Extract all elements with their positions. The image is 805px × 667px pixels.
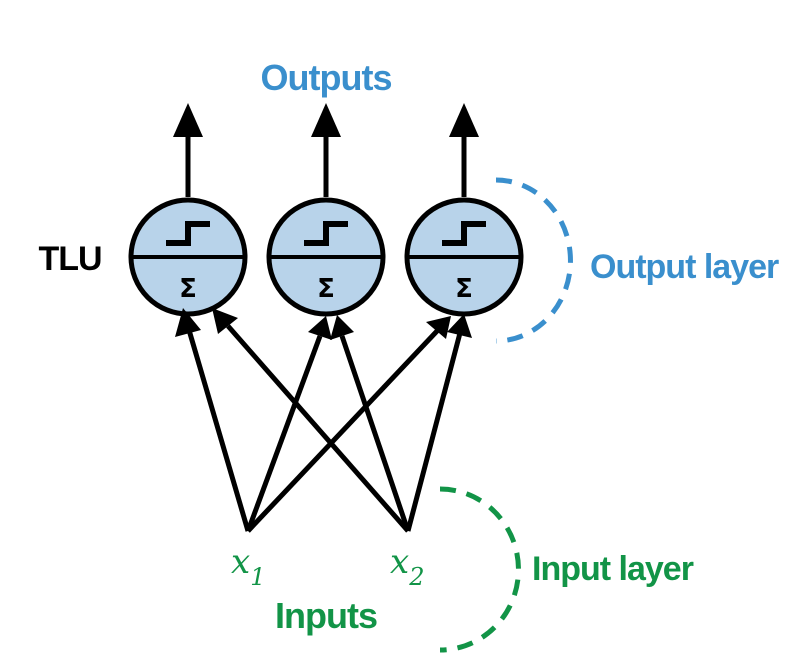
sigma-symbol: Σ bbox=[317, 274, 335, 304]
input-x1: x1 bbox=[231, 542, 265, 591]
outputs-title: Outputs bbox=[261, 57, 392, 98]
output-arrowhead-1 bbox=[173, 103, 203, 137]
tlu-label: TLU bbox=[38, 240, 101, 278]
connection-arrowhead bbox=[212, 308, 238, 334]
input-layer-bracket bbox=[439, 486, 521, 653]
neuron-2: Σ bbox=[266, 197, 386, 317]
connection-arrowhead bbox=[175, 308, 201, 337]
connection-x1-n1 bbox=[186, 329, 251, 532]
connection-x2-n1 bbox=[226, 324, 410, 533]
step-function-icon bbox=[304, 221, 348, 246]
connection-arrowhead bbox=[308, 316, 332, 340]
input-x2-name: x bbox=[390, 542, 409, 582]
connection-arrowhead bbox=[426, 316, 451, 339]
input-x1-subscript: 1 bbox=[250, 563, 265, 591]
connection-arrowhead bbox=[330, 315, 354, 340]
step-function-icon bbox=[442, 221, 486, 246]
connection-x2-n3 bbox=[405, 332, 463, 532]
connection-x1-n2 bbox=[245, 335, 323, 532]
neuron-3: Σ bbox=[404, 197, 524, 317]
sigma-symbol: Σ bbox=[179, 274, 197, 304]
output-arrowhead-3 bbox=[449, 103, 479, 137]
output-layer-label: Output layer bbox=[590, 248, 779, 286]
output-arrows bbox=[173, 103, 479, 197]
input-x1-name: x bbox=[231, 542, 250, 582]
connections bbox=[175, 308, 472, 533]
output-layer-bracket bbox=[495, 177, 573, 344]
input-x2: x2 bbox=[390, 542, 424, 591]
sigma-symbol: Σ bbox=[455, 274, 473, 304]
connection-arrowhead bbox=[447, 314, 472, 338]
input-layer-label: Input layer bbox=[532, 550, 694, 588]
step-function-icon bbox=[166, 221, 210, 246]
neuron-1: Σ bbox=[128, 197, 248, 317]
connection-x1-n3 bbox=[246, 328, 440, 533]
input-x2-subscript: 2 bbox=[408, 563, 424, 591]
output-arrowhead-2 bbox=[311, 103, 341, 137]
connection-x2-n2 bbox=[339, 335, 411, 532]
inputs-title: Inputs bbox=[275, 595, 377, 636]
